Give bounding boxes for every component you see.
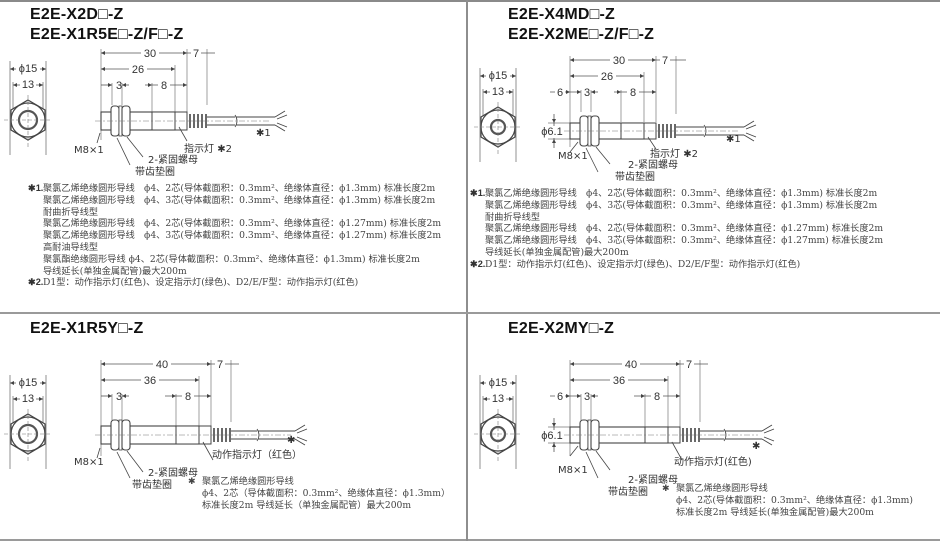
cable-notes: ✱1.聚氯乙烯绝缘圆形导线 ϕ4、2芯(导体截面积：0.3mm²、绝缘体直径：ϕ…: [28, 183, 441, 289]
model-title: E2E-X2MY□-Z: [508, 320, 615, 337]
cable-notes: ✱1.聚氯乙烯绝缘圆形导线 ϕ4、2芯(导体截面积：0.3mm²、绝缘体直径：ϕ…: [470, 188, 883, 271]
panel-top-left: E2E-X2D□-Z E2E-X1R5E□-Z/F□-Z ϕ15 13: [0, 0, 466, 312]
nuts-label: 2-紧固螺母: [628, 475, 678, 486]
note-row: 高耐油导线型: [43, 241, 99, 253]
dim-indicator: 8: [654, 391, 660, 403]
side-view-drawing: 30 7 26 6 3 8 ϕ6.1: [540, 54, 757, 173]
model-title: E2E-X1R5E□-Z/F□-Z: [30, 26, 184, 43]
indicator-label: 动作指示灯(红色): [674, 457, 752, 468]
dim-indicator: 8: [630, 87, 636, 99]
dim-nut: 3: [584, 391, 590, 403]
cable-note: ✱聚氯乙烯绝缘圆形导线 ϕ4、2芯(导体截面积：0.3mm²、绝缘体直径：ϕ1.…: [662, 483, 913, 518]
dim-tail: 7: [193, 48, 199, 60]
dim-nut: 3: [584, 87, 590, 99]
dim-body: 26: [132, 64, 144, 76]
model-title: E2E-X2ME□-Z/F□-Z: [508, 26, 655, 43]
dim-nut: 3: [116, 80, 122, 92]
side-view-drawing: 30 7 26 3 8: [95, 47, 288, 166]
dim-overall: 40: [625, 359, 637, 371]
note-row: ✱1.聚氯乙烯绝缘圆形导线 ϕ4、2芯(导体截面积：0.3mm²、绝缘体直径：ϕ…: [28, 183, 436, 194]
side-view-drawing: 40 7 36 6 3 8 ϕ6.1: [540, 358, 775, 479]
washer-label: 带齿垫圈: [615, 172, 655, 183]
cable-note: ✱聚氯乙烯绝缘圆形导线 ϕ4、2芯（导体截面积：0.3mm²、绝缘体直径：ϕ1.…: [188, 476, 451, 511]
thread-label: M8×1: [558, 465, 588, 476]
cable-ref: ✱1: [256, 128, 271, 139]
indicator-label: 指示灯 ✱2: [184, 144, 232, 155]
note-row: 聚氯乙烯绝缘圆形导线 ϕ4、3芯(导体截面积：0.3mm²、绝缘体直径：ϕ1.3…: [485, 199, 878, 211]
washer-label: 带齿垫圈: [135, 167, 175, 178]
dim-nut: 3: [116, 391, 122, 403]
note-row: 聚氯酯绝缘圆形导线 ϕ4、2芯(导体截面积：0.3mm²、绝缘体直径：ϕ1.3m…: [43, 253, 420, 265]
note-row: ✱2.D1型：动作指示灯(红色)、设定指示灯(绿色)、D2/E/F型：动作指示灯…: [28, 277, 359, 289]
dim-tip-dia: ϕ6.1: [541, 430, 562, 442]
indicator-label: 指示灯 ✱2: [650, 149, 698, 160]
note-row: ✱2.D1型：动作指示灯(红色)、设定指示灯(绿色)、D2/E/F型：动作指示灯…: [470, 258, 801, 270]
front-view-drawing: ϕ15 13: [474, 375, 522, 469]
dim-overall: 30: [144, 48, 156, 60]
note-row: 聚氯乙烯绝缘圆形导线 ϕ4、3芯(导体截面积：0.3mm²、绝缘体直径：ϕ1.3…: [43, 194, 436, 206]
panel-divider-vertical: [466, 0, 468, 541]
dim-body: 36: [144, 375, 156, 387]
washer-label: 带齿垫圈: [608, 487, 648, 498]
dim-indicator: 8: [185, 391, 191, 403]
panel-top-right: E2E-X4MD□-Z E2E-X2ME□-Z/F□-Z ϕ15 13: [468, 0, 940, 312]
dim-indicator: 8: [161, 80, 167, 92]
note-row: 耐曲折导线型: [485, 211, 541, 223]
outer-dia-label: ϕ15: [489, 70, 507, 82]
thread-label: M8×1: [74, 145, 104, 156]
dim-body: 26: [601, 71, 613, 83]
across-flats-label: 13: [492, 86, 504, 98]
across-flats-label: 13: [22, 79, 34, 91]
nuts-label: 2-紧固螺母: [628, 160, 678, 171]
dim-tip: 6: [557, 391, 563, 403]
nuts-label: 2-紧固螺母: [148, 155, 198, 166]
outer-dia-label: ϕ15: [489, 377, 507, 389]
cable-ref: ✱: [752, 441, 761, 452]
dim-tail: 7: [686, 359, 692, 371]
note-row: 聚氯乙烯绝缘圆形导线 ϕ4、2芯(导体截面积：0.3mm²、绝缘体直径：ϕ1.2…: [485, 223, 884, 235]
front-view-drawing: ϕ15 13: [4, 61, 52, 155]
side-view-drawing: 40 7 36 3 8: [95, 358, 308, 479]
note-row: 耐曲折导线型: [43, 206, 99, 218]
dim-tail: 7: [662, 55, 668, 67]
dim-tip-dia: ϕ6.1: [541, 126, 562, 138]
indicator-label: 动作指示灯（红色）: [212, 450, 302, 461]
nuts-label: 2-紧固螺母: [148, 468, 198, 479]
cable-ref: ✱1: [726, 134, 741, 145]
thread-label: M8×1: [558, 151, 588, 162]
panel-bottom-right: E2E-X2MY□-Z ϕ15 13: [468, 314, 940, 539]
note-row: 导线延长(单独金属配管)最大200m: [485, 246, 629, 258]
outer-dia-label: ϕ15: [19, 377, 37, 389]
note-row: 聚氯乙烯绝缘圆形导线 ϕ4、3芯(导体截面积：0.3mm²、绝缘体直径：ϕ1.2…: [43, 230, 442, 242]
thread-label: M8×1: [74, 457, 104, 468]
cable-ref: ✱: [287, 435, 296, 446]
dim-tail: 7: [217, 359, 223, 371]
front-view-drawing: ϕ15 13: [4, 375, 52, 469]
front-view-drawing: ϕ15 13: [474, 68, 522, 162]
model-title: E2E-X4MD□-Z: [508, 6, 615, 23]
outer-dia-label: ϕ15: [19, 63, 37, 75]
across-flats-label: 13: [492, 393, 504, 405]
model-title: E2E-X1R5Y□-Z: [30, 320, 144, 337]
panel-divider-horizontal: [0, 312, 940, 314]
across-flats-label: 13: [22, 393, 34, 405]
dim-overall: 30: [613, 55, 625, 67]
dim-body: 36: [613, 375, 625, 387]
note-row: ✱1.聚氯乙烯绝缘圆形导线 ϕ4、2芯(导体截面积：0.3mm²、绝缘体直径：ϕ…: [470, 188, 878, 199]
note-row: 聚氯乙烯绝缘圆形导线 ϕ4、2芯(导体截面积：0.3mm²、绝缘体直径：ϕ1.2…: [43, 218, 442, 230]
panel-bottom-left: E2E-X1R5Y□-Z ϕ15 13: [0, 314, 466, 539]
model-title: E2E-X2D□-Z: [30, 6, 124, 23]
washer-label: 带齿垫圈: [132, 480, 172, 491]
note-row: 聚氯乙烯绝缘圆形导线 ϕ4、3芯(导体截面积：0.3mm²、绝缘体直径：ϕ1.2…: [485, 235, 884, 247]
dim-tip: 6: [557, 87, 563, 99]
dim-overall: 40: [156, 359, 168, 371]
note-row: 导线延长(单独金属配管)最大200m: [43, 265, 187, 277]
